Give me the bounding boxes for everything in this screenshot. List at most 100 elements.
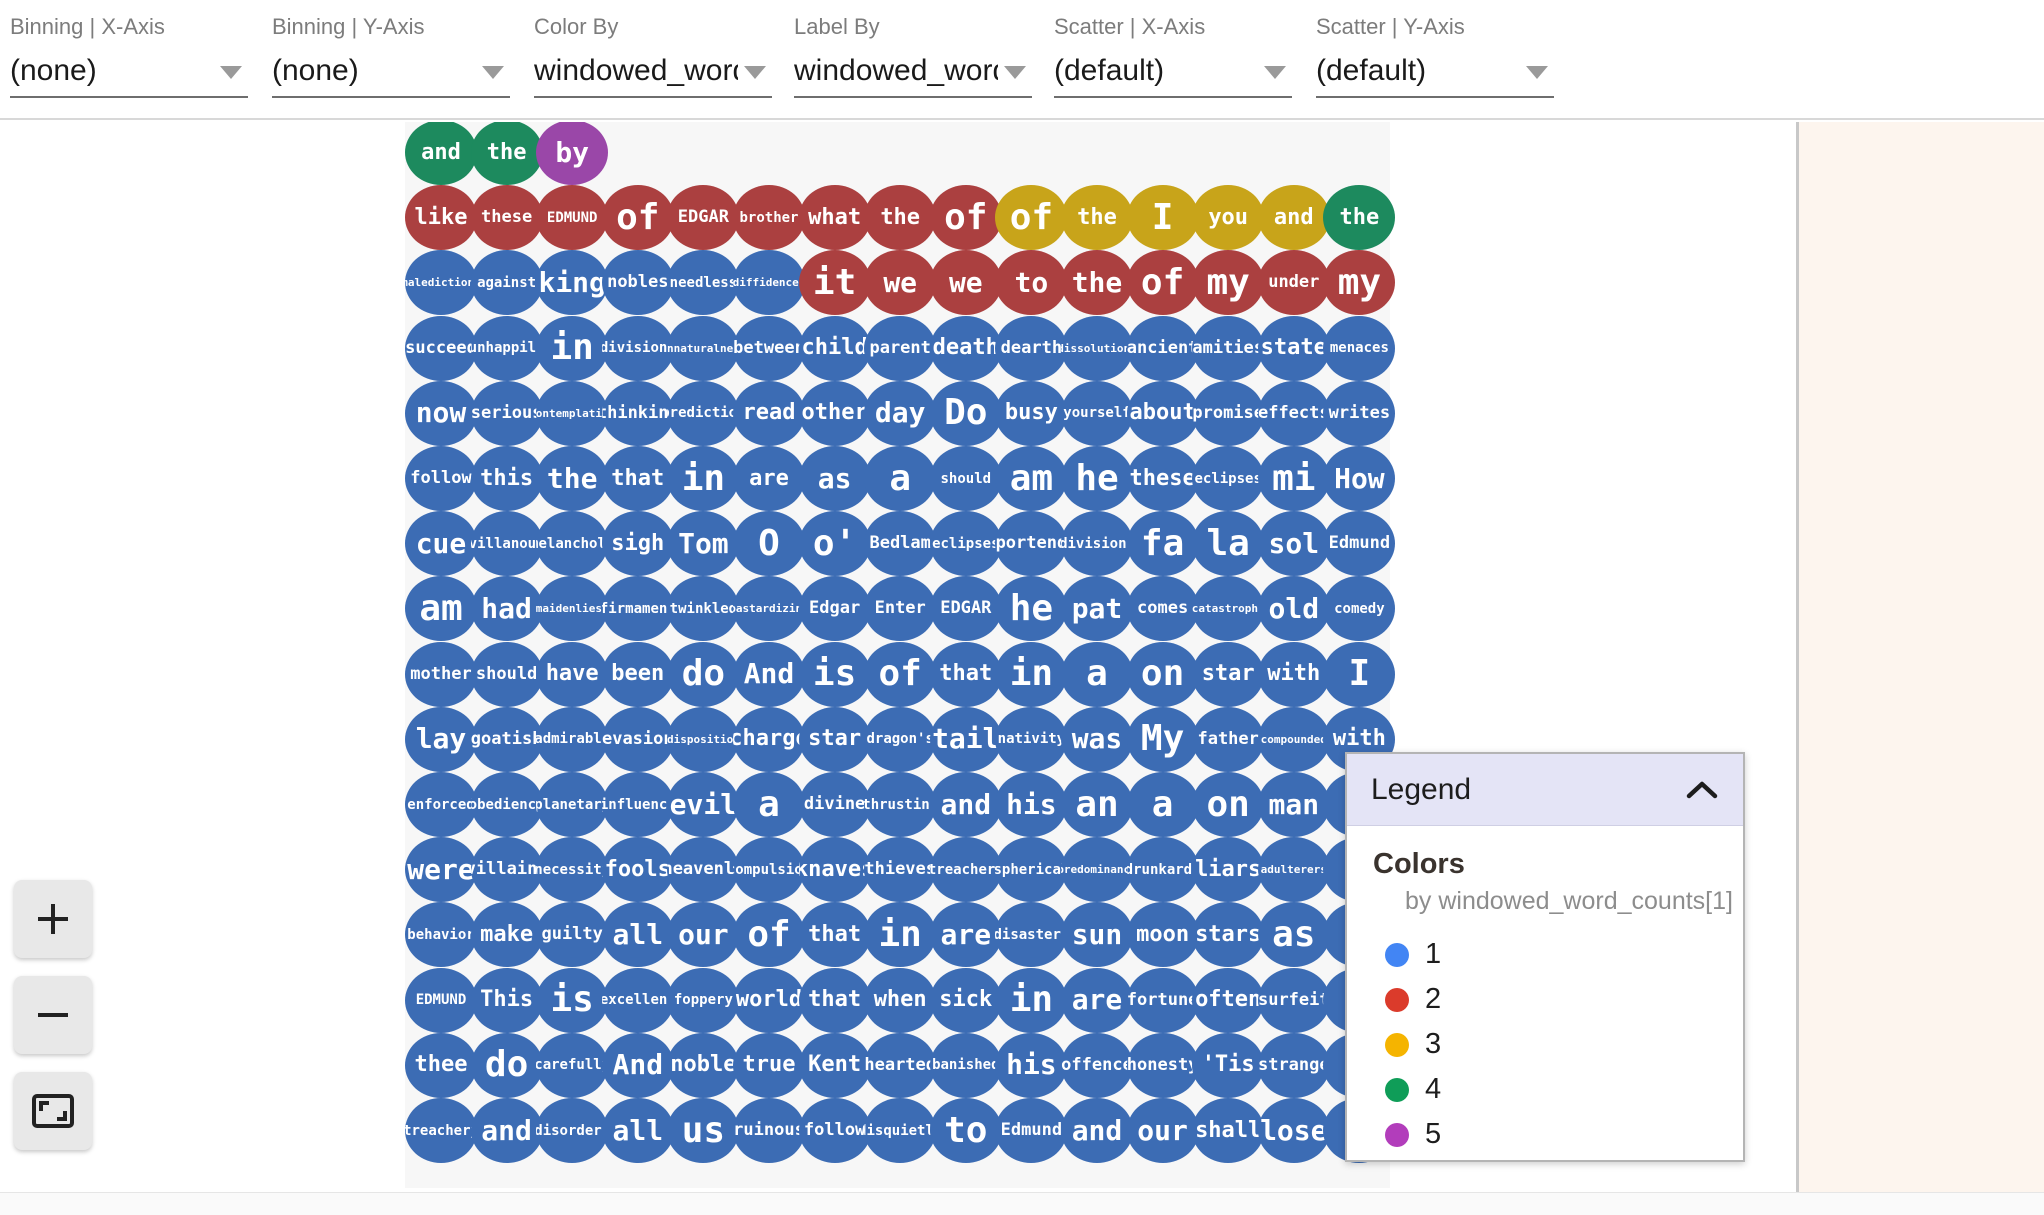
word-bubble[interactable]: to: [995, 250, 1068, 316]
word-bubble[interactable]: moon: [1126, 902, 1199, 968]
word-bubble[interactable]: and: [929, 772, 1002, 837]
word-bubble[interactable]: against: [470, 250, 543, 316]
chevron-down-icon[interactable]: [220, 66, 242, 79]
word-bubble[interactable]: the: [470, 122, 543, 185]
word-bubble[interactable]: was: [1061, 706, 1133, 772]
word-bubble[interactable]: disquietly: [864, 1098, 937, 1163]
word-bubble[interactable]: star: [798, 706, 871, 772]
word-bubble[interactable]: charge: [733, 706, 805, 772]
word-bubble[interactable]: us: [667, 1098, 740, 1163]
chevron-down-icon[interactable]: [1526, 66, 1548, 79]
word-bubble[interactable]: 'Tis: [1192, 1032, 1265, 1098]
word-bubble[interactable]: needless: [667, 250, 740, 316]
word-bubble[interactable]: My: [1126, 706, 1199, 772]
word-bubble[interactable]: How: [1323, 446, 1396, 511]
word-bubble[interactable]: behavior: [405, 902, 477, 968]
word-bubble[interactable]: our: [667, 902, 740, 968]
word-bubble[interactable]: in: [536, 315, 609, 381]
word-bubble[interactable]: in: [995, 967, 1068, 1033]
word-bubble[interactable]: he: [1061, 446, 1133, 511]
word-bubble[interactable]: Edmund: [995, 1098, 1068, 1163]
word-bubble[interactable]: dragon's: [864, 706, 937, 772]
word-bubble[interactable]: the: [1061, 185, 1133, 251]
word-bubble[interactable]: heavenly: [667, 837, 740, 903]
word-bubble[interactable]: between: [733, 315, 805, 381]
word-bubble[interactable]: that: [798, 967, 871, 1033]
word-bubble[interactable]: thee: [405, 1032, 477, 1098]
word-bubble[interactable]: a: [733, 772, 805, 837]
legend-item[interactable]: 5: [1385, 1112, 1717, 1157]
word-bubble[interactable]: Bedlam: [864, 511, 937, 577]
word-bubble[interactable]: sun: [1061, 902, 1133, 968]
word-bubble[interactable]: knaves: [798, 837, 871, 903]
word-bubble[interactable]: follow: [405, 446, 477, 511]
word-bubble[interactable]: lose: [1257, 1098, 1330, 1163]
word-bubble[interactable]: to: [929, 1098, 1002, 1163]
word-bubble[interactable]: Enter: [864, 576, 937, 642]
zoom-in-button[interactable]: [14, 880, 92, 958]
word-bubble[interactable]: ruinous: [733, 1098, 805, 1163]
word-bubble[interactable]: foppery: [667, 967, 740, 1033]
word-bubble[interactable]: is: [536, 967, 609, 1033]
word-bubble[interactable]: excellent: [601, 967, 674, 1033]
field-binning-x-axis[interactable]: Binning | X-Axis(none): [10, 14, 248, 98]
word-bubble[interactable]: mi: [1257, 446, 1330, 511]
word-bubble[interactable]: all: [601, 902, 674, 968]
word-bubble[interactable]: day: [864, 380, 937, 446]
word-bubble[interactable]: the: [1323, 185, 1396, 251]
legend-item[interactable]: 3: [1385, 1022, 1717, 1067]
word-bubble[interactable]: and: [405, 122, 477, 185]
word-bubble[interactable]: these: [1126, 446, 1199, 511]
word-bubble[interactable]: cue: [405, 511, 477, 577]
field-select[interactable]: (none): [10, 50, 248, 98]
word-bubble[interactable]: been: [601, 641, 674, 707]
word-bubble[interactable]: divine: [798, 772, 871, 837]
word-bubble[interactable]: And: [601, 1032, 674, 1098]
word-bubble[interactable]: of: [864, 641, 937, 707]
word-bubble[interactable]: my: [1192, 250, 1265, 316]
word-bubble[interactable]: he: [995, 576, 1068, 642]
word-bubble[interactable]: menaces: [1323, 315, 1396, 381]
word-bubble[interactable]: a: [1061, 641, 1133, 707]
word-bubble[interactable]: world: [733, 967, 805, 1033]
word-bubble[interactable]: Edmund: [1323, 511, 1396, 577]
word-bubble[interactable]: necessity: [536, 837, 609, 903]
field-select[interactable]: (default): [1054, 50, 1292, 98]
word-bubble[interactable]: had: [470, 576, 543, 642]
field-select[interactable]: windowed_word_c: [534, 50, 772, 98]
word-bubble[interactable]: is: [798, 641, 871, 707]
word-bubble[interactable]: honesty: [1126, 1032, 1199, 1098]
word-bubble[interactable]: thinking: [601, 380, 674, 446]
word-bubble[interactable]: what: [798, 185, 871, 251]
word-bubble[interactable]: under: [1257, 250, 1330, 316]
word-bubble[interactable]: disposition: [667, 706, 740, 772]
word-bubble[interactable]: am: [405, 576, 477, 642]
word-bubble[interactable]: guilty: [536, 902, 609, 968]
word-bubble[interactable]: and: [1061, 1098, 1133, 1163]
word-bubble[interactable]: about: [1126, 380, 1199, 446]
word-bubble[interactable]: la: [1192, 511, 1265, 577]
word-bubble[interactable]: offence: [1061, 1032, 1133, 1098]
chevron-down-icon[interactable]: [1264, 66, 1286, 79]
word-bubble[interactable]: shall: [1192, 1098, 1265, 1163]
word-bubble[interactable]: goatish: [470, 706, 543, 772]
word-bubble[interactable]: fa: [1126, 511, 1199, 577]
word-bubble[interactable]: fortune: [1126, 967, 1199, 1033]
chevron-up-icon[interactable]: [1685, 779, 1719, 801]
field-select[interactable]: windowed_word_c: [794, 50, 1032, 98]
chevron-down-icon[interactable]: [744, 66, 766, 79]
zoom-fit-button[interactable]: [14, 1072, 92, 1150]
word-bubble[interactable]: state: [1257, 315, 1330, 381]
word-bubble[interactable]: firmament: [601, 576, 674, 642]
word-bubble[interactable]: influence: [601, 772, 674, 837]
word-bubble[interactable]: old: [1257, 576, 1330, 642]
word-bubble[interactable]: his: [995, 772, 1068, 837]
word-bubble[interactable]: divisions: [1061, 511, 1133, 577]
word-bubble[interactable]: And: [733, 641, 805, 707]
word-bubble[interactable]: contemplation: [536, 380, 609, 446]
word-bubble[interactable]: treachers: [929, 837, 1002, 903]
word-bubble[interactable]: succeed: [405, 315, 477, 381]
word-bubble[interactable]: effects: [1257, 380, 1330, 446]
word-bubble[interactable]: parent: [864, 315, 937, 381]
